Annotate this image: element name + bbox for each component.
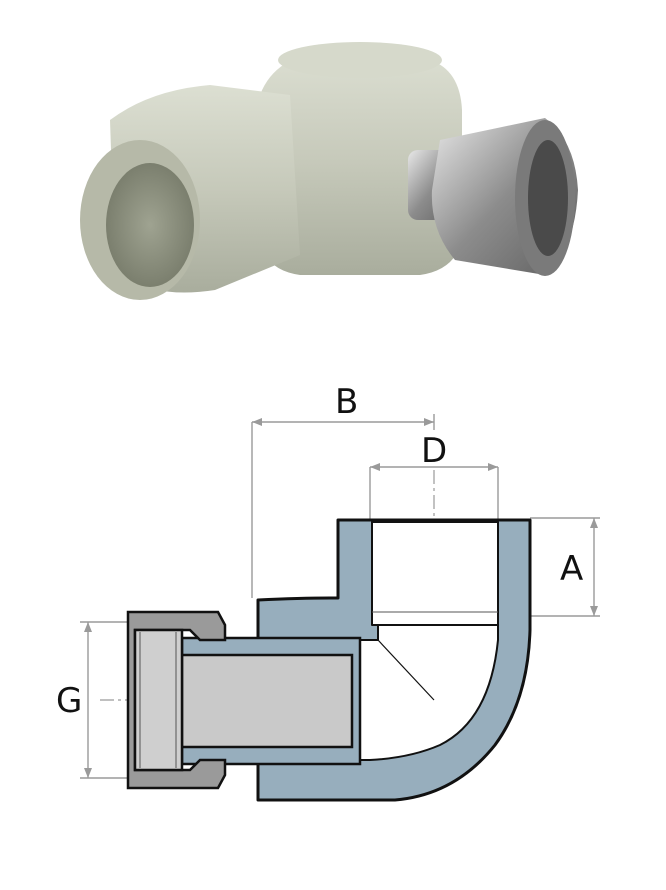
dimension-label-g: G xyxy=(56,681,82,721)
dimension-label-d: D xyxy=(421,431,447,471)
dimension-lines xyxy=(80,414,600,779)
union-nut xyxy=(408,118,578,276)
construction-line xyxy=(377,639,435,701)
inner-pipe xyxy=(180,636,362,766)
dimension-arrows xyxy=(84,418,598,778)
elbow-section xyxy=(256,518,532,802)
thread-lines xyxy=(139,611,498,768)
dimension-label-a: A xyxy=(560,549,583,589)
section-drawing: B D A G xyxy=(56,382,600,802)
dimension-label-b: B xyxy=(335,382,358,422)
union-nut-section xyxy=(126,610,227,790)
spigot-opening xyxy=(80,140,200,300)
product-photo xyxy=(80,42,578,300)
